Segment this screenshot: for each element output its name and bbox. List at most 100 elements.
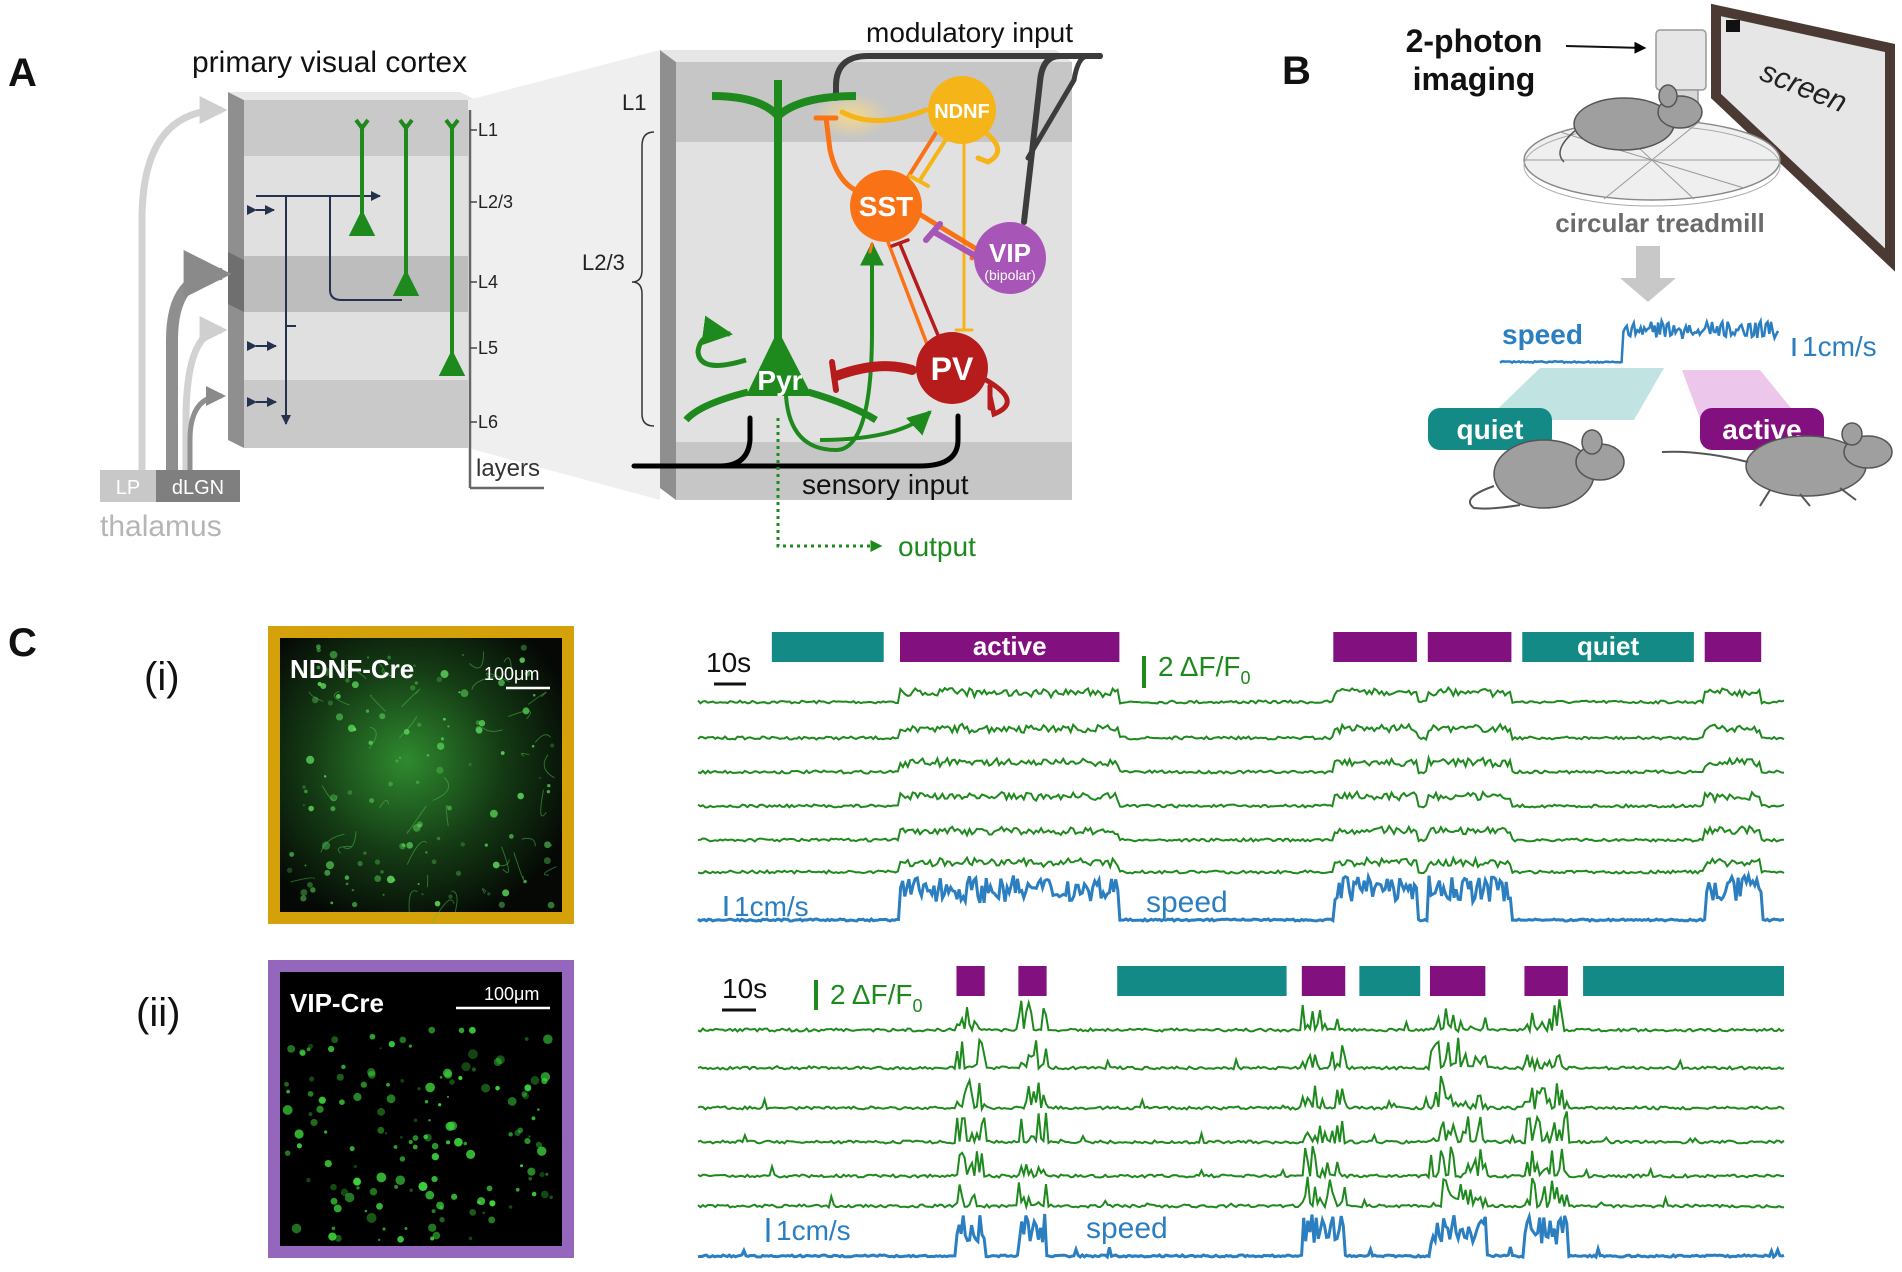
cell-ndnf: NDNF xyxy=(928,76,996,144)
cell-body xyxy=(532,693,536,697)
cell-body xyxy=(521,1091,528,1097)
cell-body xyxy=(310,887,316,893)
cell-body xyxy=(353,1092,362,1102)
cell-body xyxy=(471,1067,477,1072)
layer-labels: L1 L2/3 L4 L5 L6 xyxy=(478,120,513,432)
cell-body xyxy=(425,851,428,854)
cell-body xyxy=(425,1082,435,1093)
cell-body xyxy=(418,823,422,828)
neurite xyxy=(540,789,547,817)
fluorescence-trace xyxy=(697,1145,1785,1180)
neurite xyxy=(527,691,547,705)
pyr-neuron xyxy=(683,80,932,552)
panel-label-c: C xyxy=(8,621,37,665)
state-bar-quiet xyxy=(1359,966,1421,996)
cell-body xyxy=(468,1236,473,1241)
cell-body xyxy=(307,881,313,888)
cell-body xyxy=(530,1076,540,1085)
cell-body xyxy=(408,1044,412,1048)
cell-body xyxy=(527,1167,536,1176)
cell-body xyxy=(340,1188,349,1197)
state-bar-active xyxy=(1429,966,1486,996)
micrograph-ndnf-label: NDNF-Cre xyxy=(290,654,414,684)
cell-body xyxy=(300,895,307,902)
layer-label-l6: L6 xyxy=(478,412,498,432)
cell-body xyxy=(439,1217,445,1223)
time-scale-ii: 10s xyxy=(722,973,767,1004)
cell-body xyxy=(308,805,314,812)
time-scale-i: 10s xyxy=(706,647,751,678)
cell-ndnf-label: NDNF xyxy=(934,101,990,123)
cell-body xyxy=(463,1141,468,1146)
mouse-quiet xyxy=(1469,429,1625,510)
cell-body xyxy=(434,900,441,907)
zoom-label-l23: L2/3 xyxy=(582,250,625,275)
cell-body xyxy=(543,857,551,865)
fluorescence-trace xyxy=(697,722,1785,742)
sensory-input-pathway xyxy=(631,413,961,469)
cell-body xyxy=(537,1146,547,1156)
cell-body xyxy=(335,713,344,721)
cell-body xyxy=(428,1119,431,1122)
cell-body xyxy=(324,1130,328,1134)
cell-body xyxy=(550,743,555,748)
micrograph-ndnf-cells xyxy=(286,644,557,923)
speed-trace-ii xyxy=(697,1211,1785,1260)
micrograph-ndnf-scale: 100μm xyxy=(484,664,539,684)
imaging-label-line2: imaging xyxy=(1413,61,1536,97)
cell-body xyxy=(468,763,472,766)
zoom-label-l1: L1 xyxy=(622,90,646,115)
imaging-label: 2-photon imaging xyxy=(1406,23,1543,97)
state-bar-quiet xyxy=(771,632,884,662)
cell-body xyxy=(398,756,402,759)
cell-body xyxy=(458,691,461,694)
cell-body xyxy=(294,1129,304,1139)
cell-body xyxy=(351,901,358,908)
cell-body xyxy=(309,1076,315,1082)
micrograph-vip-label: VIP-Cre xyxy=(290,988,384,1018)
cell-body xyxy=(517,792,524,800)
fluorescence-trace xyxy=(697,685,1785,705)
cell-body xyxy=(498,679,505,687)
cell-body xyxy=(489,809,498,818)
cell-body xyxy=(399,1156,406,1162)
cell-vip-sub: (bipolar) xyxy=(984,267,1035,283)
layer-label-l1: L1 xyxy=(478,120,498,140)
cell-body xyxy=(461,653,465,657)
cell-body xyxy=(333,1204,342,1213)
df-scale-i: 2 ΔF/F0 xyxy=(1158,651,1251,688)
cell-body xyxy=(535,1141,543,1148)
cell-body xyxy=(310,1118,318,1127)
cell-body xyxy=(387,655,391,660)
interneuron-connections xyxy=(813,107,1010,418)
cell-body xyxy=(284,1150,291,1156)
state-bar-quiet xyxy=(1583,966,1784,996)
layers-label: layers xyxy=(476,455,540,482)
cell-body xyxy=(300,889,308,896)
cell-body xyxy=(423,1134,429,1140)
state-bar-active xyxy=(1524,966,1568,996)
cell-body xyxy=(444,1071,453,1079)
fluorescence-trace xyxy=(697,824,1785,843)
thalamus-box: LP dLGN thalamus xyxy=(100,470,240,543)
cell-body xyxy=(287,1044,296,1053)
cell-body xyxy=(394,1184,399,1189)
cell-pv-label: PV xyxy=(931,351,974,387)
cell-body xyxy=(439,1076,443,1079)
cell-body xyxy=(488,1216,496,1224)
cell-body xyxy=(446,1095,449,1098)
cell-body xyxy=(347,790,353,795)
cell-body xyxy=(425,1190,435,1200)
cell-body xyxy=(546,789,551,794)
cell-body xyxy=(519,657,526,663)
neurite xyxy=(343,831,357,850)
state-bar-active xyxy=(1427,632,1512,662)
cell-pyr-label: Pyr xyxy=(757,365,802,396)
cell-body xyxy=(524,1037,529,1041)
cell-body xyxy=(514,1129,521,1137)
cell-body xyxy=(379,713,386,720)
cell-body xyxy=(302,804,305,807)
cell-body xyxy=(306,755,315,764)
